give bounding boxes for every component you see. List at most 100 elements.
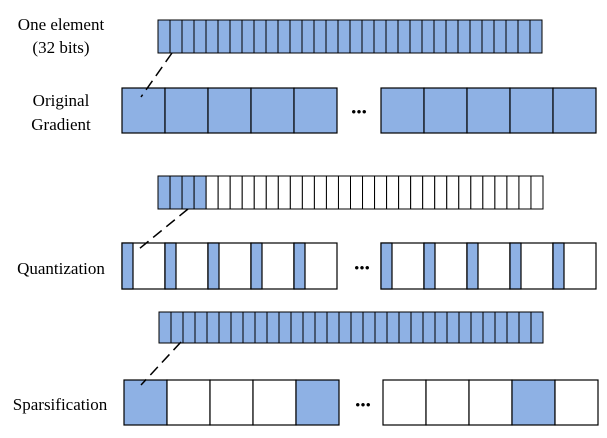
quantized-bits-cell [509,242,522,290]
bit-cell [278,311,292,344]
bit-cell [301,19,315,54]
element-cell [552,87,597,134]
bit-cell [421,19,435,54]
element-cell [252,379,297,426]
bit-cell [301,175,315,210]
element-cell [207,87,252,134]
bit-cell [457,19,471,54]
bit-cell [158,311,172,344]
bit-cell [434,311,448,344]
bit-cell [169,175,183,210]
element-cell [425,379,470,426]
bit-cell [254,311,268,344]
ellipsis-quantization: ••• [354,261,370,277]
bit-cell [266,311,280,344]
label-quantization: Quantization [17,259,105,278]
bit-cell [290,311,304,344]
bit-cell [313,175,327,210]
bit-cell [289,19,303,54]
label-sparsification: Sparsification [13,395,108,414]
bit-cell [265,19,279,54]
bit-cell [265,175,279,210]
bit-cell [337,175,351,210]
bit-cell [362,311,376,344]
bit-cell [229,19,243,54]
bit-cell [506,175,520,210]
bit-cell [398,175,412,210]
ellipsis-sparsification: ••• [355,398,371,414]
bit-cell [469,19,483,54]
bit-cell [241,19,255,54]
element-cell [250,87,295,134]
quantized-bits-cell [552,242,565,290]
bit-cell [206,311,220,344]
bit-cell [182,311,196,344]
bit-cell [529,19,543,54]
bit-cell [410,175,424,210]
bit-cell [422,175,436,210]
bit-cell [410,311,424,344]
bit-cell [277,19,291,54]
bit-cell [314,311,328,344]
bit-cell [494,175,508,210]
element-cell [554,379,599,426]
bit-cell [397,19,411,54]
bit-cell [289,175,303,210]
bit-cell [470,175,484,210]
label-gradient: Gradient [31,115,91,134]
element-cell [509,87,554,134]
bit-cell [530,175,544,210]
element-cell [293,87,338,134]
element-cell [468,379,513,426]
sparsification-bit-row [158,311,544,344]
bit-cell [313,19,327,54]
bit-cell [361,19,375,54]
bit-cell [385,19,399,54]
bit-cell [241,175,255,210]
quantized-bits-cell [250,242,263,290]
bit-cell [433,19,447,54]
bit-cell [277,175,291,210]
connector-line-original [140,52,173,98]
bit-cell [398,311,412,344]
bit-cell [386,311,400,344]
bit-cell [229,175,243,210]
bit-cell [445,19,459,54]
element-cell [511,379,556,426]
bit-cell [302,311,316,344]
quantized-bits-cell [164,242,177,290]
bit-cell [205,19,219,54]
bit-cell [470,311,484,344]
bit-cell [374,175,388,210]
bit-cell [505,19,519,54]
ellipsis-original: ••• [351,105,367,121]
bit-cell [325,19,339,54]
bit-cell [194,311,208,344]
bit-cell [362,175,376,210]
bit-cell [169,19,183,54]
element-cell [382,379,427,426]
bit-cell [482,175,496,210]
bit-cell [506,311,520,344]
element-cell [166,379,211,426]
original-bit-row [157,19,543,54]
bit-cell [181,19,195,54]
quantization-bit-row [157,175,544,210]
bit-cell [217,19,231,54]
bit-cell [409,19,423,54]
bit-cell [518,311,532,344]
bit-cell [157,19,171,54]
bit-cell [481,19,495,54]
element-cell [123,379,168,426]
bit-cell [482,311,496,344]
quantized-bits-cell [466,242,479,290]
quantization-element-row [121,242,597,290]
bit-cell [338,311,352,344]
connector-line-sparsification [140,341,182,386]
element-cell [164,87,209,134]
label-original: Original [33,91,90,110]
bit-cell [326,311,340,344]
bit-cell [373,19,387,54]
bit-cell [446,311,460,344]
